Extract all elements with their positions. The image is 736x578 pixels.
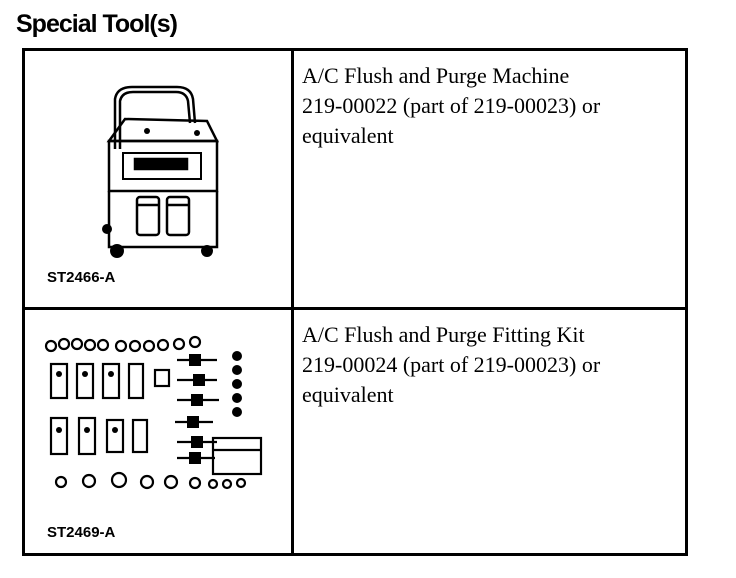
fitting-kit-icon [44, 335, 263, 490]
flush-purge-machine-icon [102, 85, 220, 258]
tool-row: ST2466-A A/C Flush and Purge Machine 219… [25, 51, 685, 310]
tool-code-label: ST2466-A [47, 269, 116, 286]
tool-image-cell: ST2469-A [25, 310, 294, 553]
special-tools-table: ST2466-A A/C Flush and Purge Machine 219… [22, 48, 688, 556]
tool-description-cell: A/C Flush and Purge Fitting Kit 219-0002… [294, 310, 685, 553]
page-title: Special Tool(s) [16, 10, 178, 38]
tool-code-label: ST2469-A [47, 524, 116, 541]
tool-description: A/C Flush and Purge Machine 219-00022 (p… [302, 63, 601, 148]
tool-description: A/C Flush and Purge Fitting Kit 219-0002… [302, 322, 601, 407]
tool-row: ST2469-A A/C Flush and Purge Fitting Kit… [25, 310, 685, 553]
tool-image-cell: ST2466-A [25, 51, 294, 307]
tool-description-cell: A/C Flush and Purge Machine 219-00022 (p… [294, 51, 685, 307]
